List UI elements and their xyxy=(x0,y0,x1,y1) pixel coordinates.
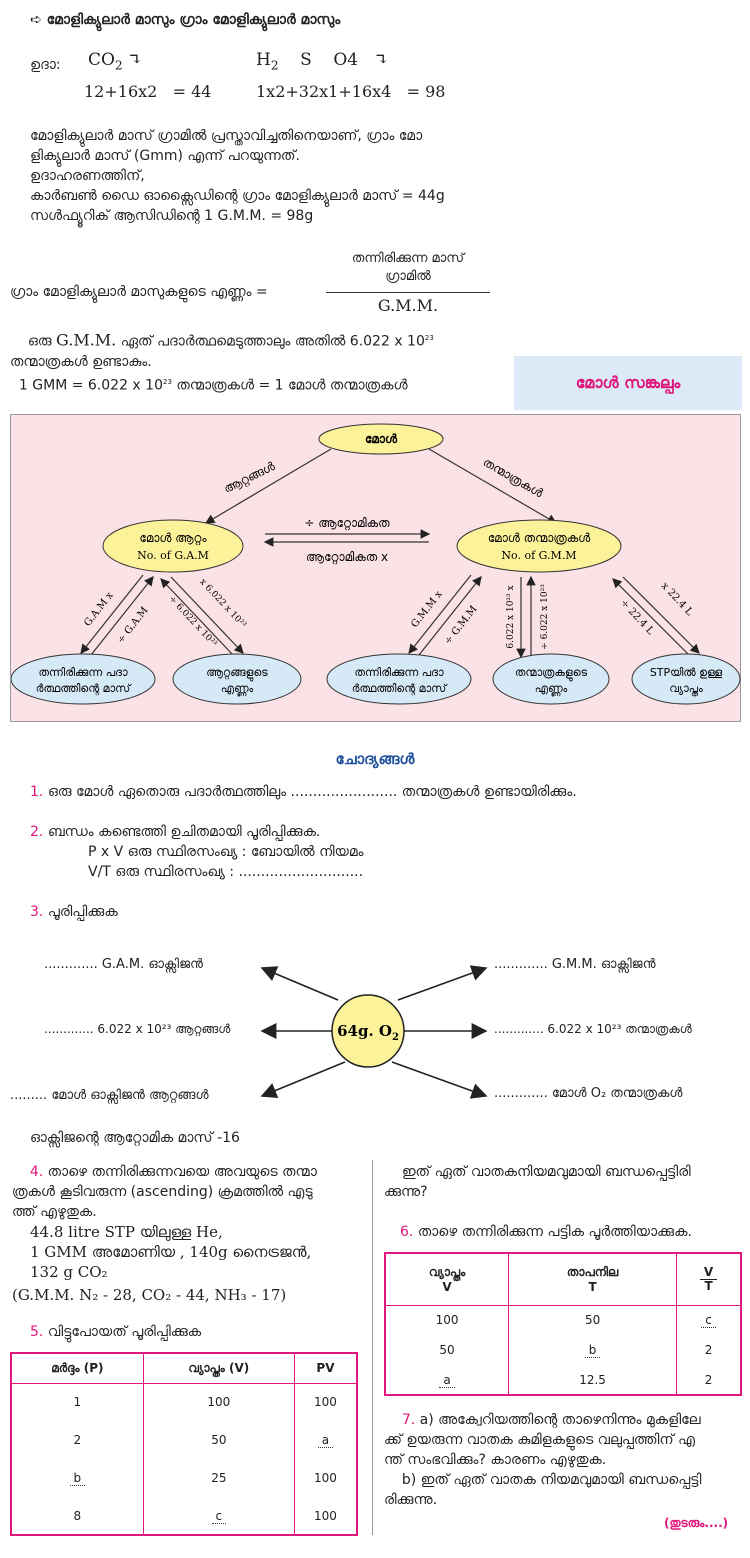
stp-l1: STPയിൽ ഉള്ള xyxy=(650,666,723,679)
column-divider xyxy=(372,1160,373,1535)
example-label: ഉദാ: xyxy=(30,57,61,73)
h2so4-calc: 1x2+32x1+16x4 = 98 xyxy=(256,82,446,101)
gmm-paragraph: മോളിക്യുലാർ മാസ് ഗ്രാമിൽ പ്രസ്താവിച്ചതിന… xyxy=(30,128,445,224)
q3-bottom-left: ......... മോൾ ഓക്സിജൻ ആറ്റങ്ങൾ xyxy=(10,1088,209,1103)
stp-multiply-label: x 22.4 L xyxy=(659,581,695,619)
given-mass-atom-l2: ർത്ഥത്തിന്റെ മാസ് xyxy=(36,682,132,696)
question-1: 1. ഒരു മോൾ ഏതൊരു പദാർത്ഥത്തിലും ........… xyxy=(30,784,577,800)
avog-divide-atom-label: ÷ 6.022 x 10²³ xyxy=(166,594,218,649)
given-mass-mol-node xyxy=(326,653,472,705)
section-heading: ➪ മോളിക്യുലാർ മാസും ഗ്രാം മോളിക്യുലാർ മാ… xyxy=(30,12,341,28)
q3-bottom-right: ............. മോൾ O₂ തന്മാത്രകൾ xyxy=(494,1086,683,1101)
stp-volume-node xyxy=(631,653,741,705)
blank-a[interactable]: a xyxy=(439,1372,455,1388)
mole-atom-sub: No. of G.A.M xyxy=(137,549,209,562)
formula-left: ഗ്രാം മോളിക്യുലാർ മാസുകളുടെ എണ്ണം = xyxy=(10,284,268,300)
co2-formula: CO2 ↴ xyxy=(88,50,143,73)
blank-b[interactable]: b xyxy=(584,1343,601,1358)
q3-mid-right: ............. 6.022 x 10²³ തന്മാത്രകൾ xyxy=(494,1022,692,1036)
formula-numerator: തന്നിരിക്കുന്ന മാസ് ഗ്രാമിൽ xyxy=(351,251,465,284)
mole-node xyxy=(318,423,444,455)
concept-title: മോൾ സങ്കല്പം xyxy=(514,356,742,410)
mole-molecule-node xyxy=(456,519,622,573)
multiply-atomicity-label: ആറ്റോമികത x xyxy=(306,550,388,565)
oxygen-diagram: 64g. O2 xyxy=(260,965,488,1099)
given-mass-mol-l2: ർത്ഥത്തിന്റെ മാസ് xyxy=(352,682,448,696)
mole-atom-node xyxy=(102,519,244,573)
q3-top-left: ............. G.A.M. ഓക്സിജൻ xyxy=(44,957,203,972)
oxygen-center-circle xyxy=(331,994,405,1068)
given-mass-atom-node xyxy=(11,653,156,705)
questions-title: ചോദ്യങ്ങൾ xyxy=(335,750,415,768)
num-mol-node xyxy=(492,653,610,705)
question-6: 6. താഴെ തന്നിരിക്കുന്ന പട്ടിക പൂർത്തിയാക… xyxy=(400,1224,692,1240)
q3-top-right: ............. G.M.M. ഓക്സിജൻ xyxy=(494,957,656,972)
continued-label: (തുടരും....) xyxy=(664,1516,729,1530)
avog-multiply-mol-label: 6.022 x 10²³ x xyxy=(506,585,516,648)
avog-multiply-atom-label: x 6.022 x 10²³ xyxy=(197,577,248,630)
given-mass-atom-l1: തന്നിരിക്കുന്ന പദാ xyxy=(38,666,128,679)
gmm-multiply-label: G.M.M x xyxy=(409,589,445,630)
molecules-arrow-label: തന്മാത്രകൾ xyxy=(481,455,546,501)
gam-divide-label: ÷ G.A.M xyxy=(115,605,150,646)
blank-b[interactable]: b xyxy=(69,1471,86,1486)
oxygen-center-label: 64g. O2 xyxy=(337,1022,399,1043)
divide-atomicity-label: ÷ ആറ്റോമികത xyxy=(304,516,390,531)
mole-molecule-sub: No. of G.M.M xyxy=(501,549,576,562)
formula-denominator: G.M.M. xyxy=(377,296,439,315)
blank-c[interactable]: c xyxy=(701,1313,716,1329)
q5-followup: ഇത് ഏത് വാതകനിയമവുമായി ബന്ധപ്പെട്ടിരി ക്… xyxy=(384,1164,691,1200)
stp-l2: വ്യാപ്തം xyxy=(669,682,703,696)
blank-a[interactable]: a xyxy=(317,1433,334,1448)
mole-atom-label: മോൾ ആറ്റം xyxy=(139,531,207,546)
given-mass-mol-l1: തന്നിരിക്കുന്ന പദാ xyxy=(354,666,444,679)
question-3: 3. പൂരിപ്പിക്കുക xyxy=(30,904,118,920)
atoms-arrow-label: ആറ്റങ്ങൾ xyxy=(221,459,278,497)
avogadro-text: ഒരു G.M.M. ഏത് പദാർത്ഥമെടുത്താലും അതിൽ 6… xyxy=(10,330,434,394)
arrow-icon: ➪ xyxy=(30,12,47,28)
gmm-divide-label: ÷ G.M.M xyxy=(443,604,480,647)
num-mol-l2: എണ്ണം xyxy=(535,682,568,696)
q3-note: ഓക്സിജന്റെ ആറ്റോമിക മാസ് -16 xyxy=(30,1130,240,1146)
q4-items: 44.8 litre STP യിലുള്ള He, 1 GMM അമോണിയ … xyxy=(30,1223,312,1281)
fraction-line xyxy=(326,292,490,293)
avog-divide-mol-label: ÷ 6.022 x 10²³ xyxy=(540,584,550,650)
num-atoms-l1: ആറ്റങ്ങളുടെ xyxy=(206,666,268,681)
question-4: 4. താഴെ തന്നിരിക്കുന്നവയെ അവയുടെ തന്മാ ത… xyxy=(12,1164,317,1220)
question-7: 7. a) അക്വേറിയത്തിന്റെ താഴെനിന്നും മുകളി… xyxy=(384,1412,702,1508)
h2so4-formula: H2 S O4 ↴ xyxy=(256,50,389,73)
question-2: 2. ബന്ധം കണ്ടെത്തി ഉചിതമായി പൂരിപ്പിക്കു… xyxy=(30,824,321,840)
blank-c[interactable]: c xyxy=(211,1508,227,1524)
diagram-svg: മോൾ ആറ്റങ്ങൾ തന്മാത്രകൾ മോൾ ആറ്റം No. of… xyxy=(11,423,741,705)
num-atoms-l2: എണ്ണം xyxy=(221,682,254,696)
mole-molecule-label: മോൾ തന്മാത്രകൾ xyxy=(488,531,591,545)
co2-calc: 12+16x2 = 44 xyxy=(84,82,212,101)
mole-label: മോൾ xyxy=(365,432,398,446)
mole-concept-diagram: മോൾ ആറ്റങ്ങൾ തന്മാത്രകൾ മോൾ ആറ്റം No. of… xyxy=(10,414,741,722)
q2-line1: P x V ഒരു സ്ഥിരസംഖ്യ : ബോയിൽ നിയമം xyxy=(88,844,364,860)
question-5: 5. വിട്ടുപോയത് പൂരിപ്പിക്കുക xyxy=(30,1324,202,1340)
gam-multiply-label: G.A.M x xyxy=(82,590,116,629)
q4-gmm-note: (G.M.M. N₂ - 28, CO₂ - 44, NH₃ - 17) xyxy=(12,1286,287,1304)
q3-mid-left: ............. 6.022 x 10²³ ആറ്റങ്ങൾ xyxy=(44,1022,231,1036)
q2-line2: V/T ഒരു സ്ഥിരസംഖ്യ : ...................… xyxy=(88,864,364,880)
num-atoms-node xyxy=(172,653,302,705)
num-mol-l1: തന്മാത്രകളുടെ xyxy=(515,666,588,681)
